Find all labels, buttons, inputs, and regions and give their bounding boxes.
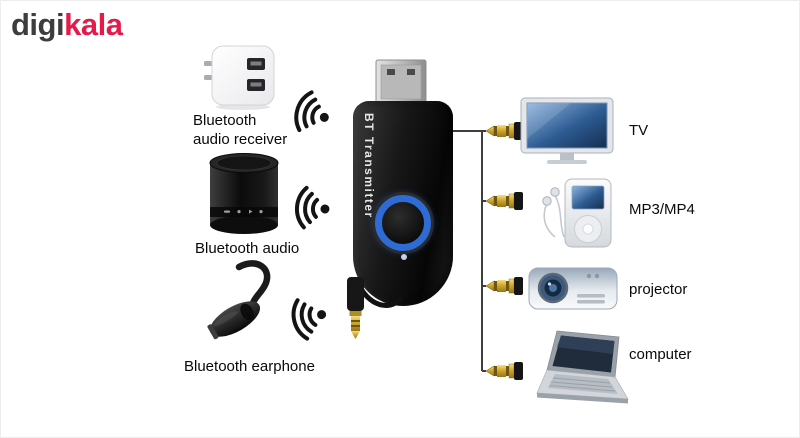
pairing-ring-button — [375, 195, 431, 251]
computer-label: computer — [629, 346, 692, 363]
transmitter-label: BT Transmitter — [362, 113, 376, 219]
speaker-label: Bluetooth audio — [195, 240, 300, 257]
wireless-signal-icon — [291, 298, 327, 341]
aux-plug-icon — [485, 277, 523, 295]
digikala-logo: digikala — [11, 7, 123, 43]
mp3-player-icon — [542, 178, 612, 248]
receiver-label-line2: audio receiver — [193, 131, 288, 148]
wireless-signal-icon — [295, 185, 330, 230]
bluetooth-earphone-icon — [207, 260, 271, 340]
mp3-label: MP3/MP4 — [629, 201, 695, 218]
aux-plug-icon — [485, 362, 523, 380]
bt-transmitter-device: BT Transmitter — [353, 101, 453, 306]
usb-power-adapter-icon — [204, 45, 275, 110]
earphone-label: Bluetooth earphone — [184, 358, 315, 375]
aux-plug-icon — [485, 192, 523, 210]
receiver-label-line1: Bluetooth — [193, 112, 257, 129]
aux-plug-icon — [485, 122, 523, 140]
logo-kala: kala — [64, 7, 123, 42]
projector-icon — [528, 267, 618, 310]
logo-digi: digi — [11, 7, 65, 42]
tv-icon — [520, 97, 614, 164]
tv-label: TV — [629, 122, 649, 139]
projector-label: projector — [629, 281, 688, 298]
audio-jack-cable — [347, 277, 403, 339]
laptop-icon — [536, 330, 629, 404]
indicator-led — [401, 254, 407, 260]
receiver-label: Bluetooth audio receiver — [193, 111, 323, 149]
bluetooth-speaker-icon — [209, 153, 279, 234]
usb-plug-icon — [375, 59, 427, 105]
wireless-signal-icon — [294, 90, 329, 133]
